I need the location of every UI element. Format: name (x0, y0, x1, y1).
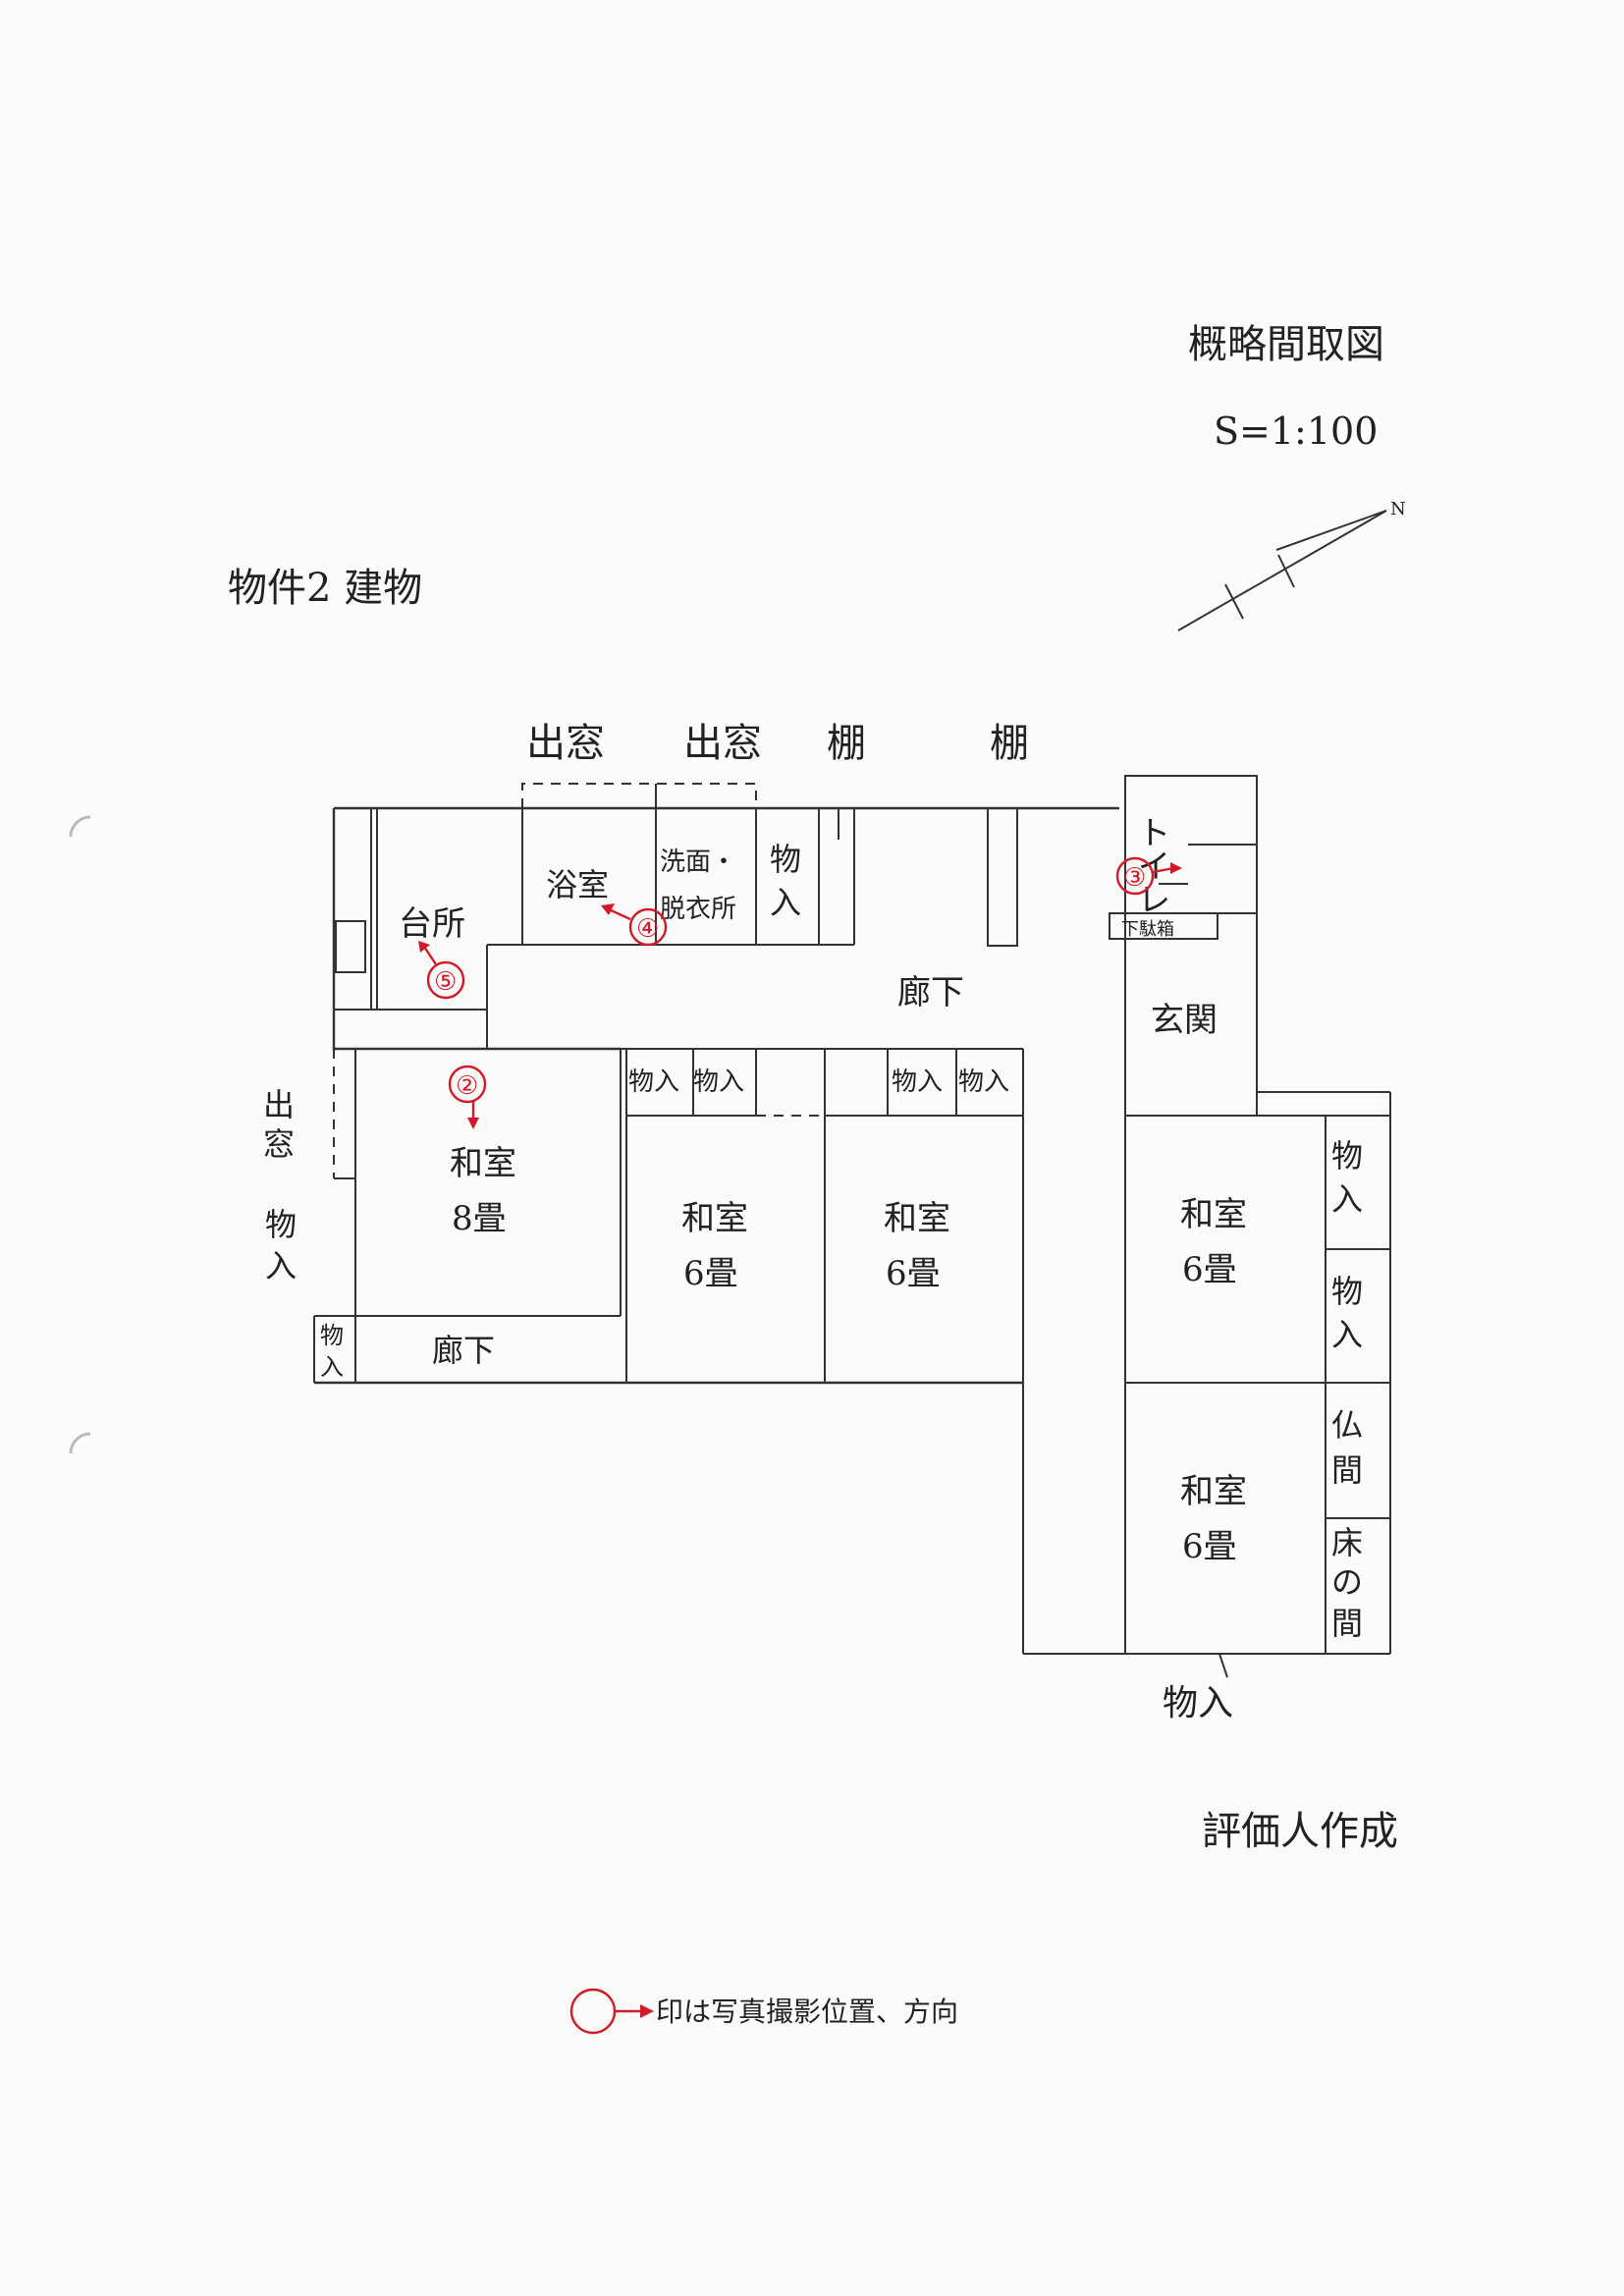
svg-text:②: ② (456, 1071, 478, 1101)
left-closet-a: 物 (265, 1206, 297, 1243)
left-closet-b: 入 (265, 1247, 297, 1285)
legend: 印は写真撮影位置、方向 (569, 1988, 958, 2035)
top-storage-label-a: 物 (770, 841, 801, 878)
north-label: N (1390, 499, 1406, 519)
legend-arrow-icon (640, 2004, 654, 2018)
legend-text: 印は写真撮影位置、方向 (656, 1995, 958, 2028)
washitsu-6c-label-a: 和室 (1180, 1195, 1247, 1234)
toilet-label: トイレ (1131, 815, 1170, 915)
property-subject: 物件2 建物 (228, 566, 422, 611)
punch-hole-top (69, 815, 91, 838)
washroom-label-bottom: 脱衣所 (660, 895, 736, 924)
washitsu-8-label-a: 和室 (450, 1144, 516, 1183)
closet-label-4: 物入 (958, 1067, 1009, 1097)
right-closet-1b: 入 (1331, 1180, 1363, 1218)
closet-label-3: 物入 (892, 1067, 943, 1097)
punch-hole-bottom (69, 1432, 91, 1454)
washitsu-6b-label-b: 6畳 (886, 1254, 941, 1293)
tokonoma-label-c: 間 (1331, 1605, 1363, 1642)
legend-circle-icon (569, 1988, 617, 2035)
washitsu-6c-label-b: 6畳 (1182, 1250, 1237, 1289)
main-corridor-label: 廊下 (897, 973, 964, 1012)
kitchen-label: 台所 (399, 904, 465, 944)
geta-box-label: 下駄箱 (1121, 919, 1174, 940)
bathroom-label: 浴室 (546, 866, 609, 903)
left-corridor-label: 廊下 (432, 1332, 495, 1369)
shelf-label-1: 棚 (827, 721, 866, 766)
svg-text:④: ④ (636, 914, 659, 944)
photo-point-4-marker: ④ (601, 903, 668, 947)
tokonoma-label-a: 床 (1331, 1524, 1363, 1561)
washitsu-6d-label-b: 6畳 (1182, 1527, 1237, 1566)
svg-text:③: ③ (1123, 863, 1146, 893)
bay-window-label-2: 出窓 (683, 721, 762, 766)
svg-text:⑤: ⑤ (434, 967, 457, 997)
washroom-label-top: 洗面・ (660, 847, 736, 877)
butsuma-label-a: 仏 (1331, 1406, 1363, 1444)
shelf-label-2: 棚 (990, 721, 1029, 766)
plan-title: 概略間取図 (1188, 322, 1384, 367)
author-label: 評価人作成 (1202, 1809, 1398, 1854)
right-closet-2a: 物 (1331, 1273, 1363, 1310)
north-compass-icon: N (1177, 499, 1406, 631)
tokonoma-label-b: の (1331, 1563, 1363, 1601)
butsuma-label-b: 間 (1331, 1451, 1363, 1489)
closet-label-1: 物入 (628, 1067, 679, 1097)
photo-point-3-marker: ③ (1115, 856, 1182, 896)
bottom-closet-label: 物入 (1163, 1683, 1233, 1723)
left-bay-window-a: 出 (263, 1086, 295, 1123)
washitsu-6a-label-a: 和室 (681, 1199, 748, 1238)
washitsu-8-label-b: 8畳 (452, 1199, 507, 1238)
corner-closet-b: 入 (320, 1353, 344, 1381)
photo-markers: ② ③ ④ ⑤ (418, 856, 1182, 1129)
bay-window-label-1: 出窓 (526, 721, 605, 766)
right-closet-2b: 入 (1331, 1316, 1363, 1353)
corner-closet-a: 物 (320, 1322, 344, 1349)
left-bay-window-b: 窓 (263, 1125, 295, 1163)
plan-scale: S=1:100 (1214, 410, 1378, 453)
right-closet-1a: 物 (1331, 1137, 1363, 1175)
closet-label-2: 物入 (693, 1067, 744, 1097)
genkan-label: 玄関 (1151, 1001, 1218, 1040)
photo-point-2-marker: ② (448, 1065, 487, 1129)
top-storage-label-b: 入 (770, 884, 801, 921)
washitsu-6a-label-b: 6畳 (683, 1254, 738, 1293)
plan-walls (313, 775, 1391, 1678)
photo-point-5-marker: ⑤ (418, 941, 465, 1000)
washitsu-6d-label-a: 和室 (1180, 1472, 1247, 1511)
washitsu-6b-label-a: 和室 (884, 1199, 950, 1238)
room-labels: 出窓 出窓 棚 棚 台所 浴室 洗面・ 脱衣所 物 入 トイレ 下駄箱 廊下 玄… (263, 721, 1363, 1723)
